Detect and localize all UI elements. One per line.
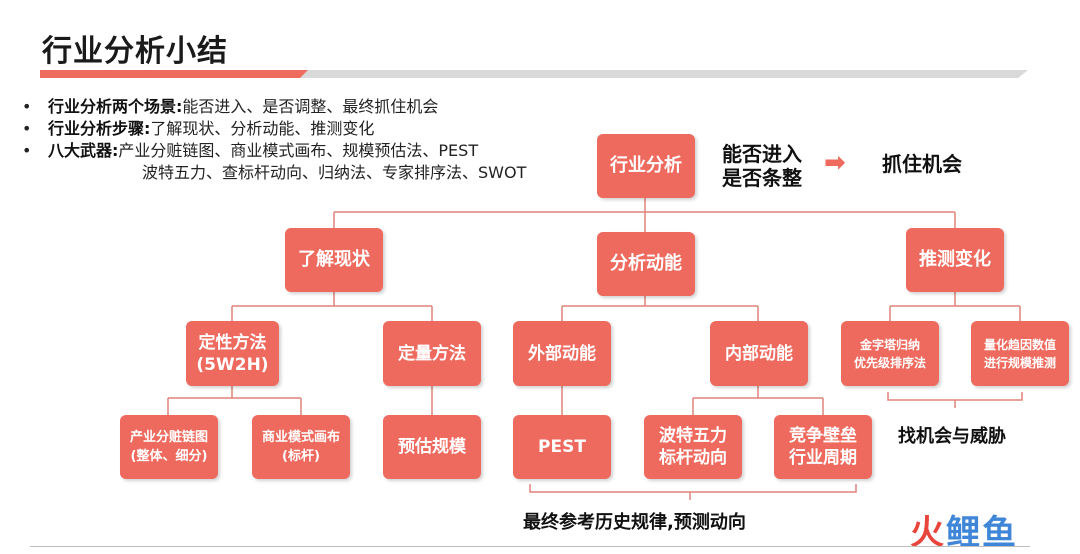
- logo-part2: 鲤鱼: [946, 513, 1018, 553]
- node-estimate: 预估规模: [383, 415, 481, 479]
- node-canvas-line2: (标杆): [282, 449, 320, 464]
- node-chain-line1: 产业分赃链图: [129, 430, 208, 445]
- bullet-continuation: 波特五力、查标杆动向、归纳法、专家排序法、SWOT: [142, 163, 527, 182]
- logo-part1: 火: [910, 513, 946, 553]
- note-history: 最终参考历史规律,预测动向: [523, 512, 746, 533]
- node-momentum: 分析动能: [597, 232, 695, 296]
- root-side-text: 能否进入 是否条整: [722, 142, 802, 190]
- node-porter: 波特五力 标杆动向: [644, 415, 742, 479]
- arrow-right-icon: ➡: [824, 148, 846, 178]
- bullet-dot: •: [22, 141, 32, 160]
- bullet-steps: • 行业分析步骤:了解现状、分析动能、推测变化: [20, 118, 526, 140]
- node-porter-line1: 波特五力: [659, 426, 727, 446]
- bullet-text: 了解现状、分析动能、推测变化: [150, 119, 375, 138]
- bracket-history: [529, 484, 857, 493]
- bullet-label: 八大武器:: [48, 141, 119, 160]
- bullet-text: 产业分赃链图、商业模式画布、规模预估法、PEST: [118, 141, 479, 160]
- node-quantify: 量化趋因数值 进行规模推测: [971, 321, 1069, 386]
- note-threats: 找机会与威胁: [898, 426, 1006, 447]
- root-side-result: 抓住机会: [882, 152, 962, 176]
- bullet-dot: •: [22, 119, 32, 138]
- node-qualitative-line2: (5W2H): [196, 354, 269, 375]
- node-barrier-line1: 竞争壁垒: [789, 426, 857, 446]
- bullet-label: 行业分析两个场景:: [48, 97, 183, 116]
- root-side-line2: 是否条整: [722, 166, 802, 190]
- node-root: 行业分析: [597, 134, 695, 198]
- footer-divider: [30, 546, 1030, 547]
- bullet-label: 行业分析步骤:: [48, 119, 151, 138]
- bullet-text: 能否进入、是否调整、最终抓住机会: [182, 97, 439, 116]
- node-canvas-line1: 商业模式画布: [261, 430, 340, 445]
- node-internal: 内部动能: [710, 321, 808, 386]
- node-porter-line2: 标杆动向: [659, 448, 727, 468]
- bullet-scenarios: • 行业分析两个场景:能否进入、是否调整、最终抓住机会: [20, 96, 526, 118]
- node-forecast: 推测变化: [906, 228, 1004, 292]
- node-pyramid-line2: 优先级排序法: [853, 355, 926, 370]
- bracket-threats: [887, 392, 1023, 401]
- summary-bullets: • 行业分析两个场景:能否进入、是否调整、最终抓住机会 • 行业分析步骤:了解现…: [20, 96, 526, 184]
- node-pest: PEST: [513, 415, 611, 479]
- node-qualitative-line1: 定性方法: [198, 332, 267, 353]
- node-quantify-line2: 进行规模推测: [983, 355, 1056, 370]
- node-external: 外部动能: [513, 321, 611, 386]
- node-chain-line2: (整体、细分): [130, 449, 208, 464]
- node-barrier-line2: 行业周期: [789, 448, 857, 468]
- page-title: 行业分析小结: [42, 34, 228, 69]
- node-pyramid-line1: 金字塔归纳: [859, 337, 920, 352]
- node-barrier: 竞争壁垒 行业周期: [774, 415, 872, 479]
- node-quantify-line1: 量化趋因数值: [983, 337, 1056, 352]
- node-qualitative: 定性方法 (5W2H): [186, 321, 279, 386]
- node-chain: 产业分赃链图 (整体、细分): [120, 415, 218, 479]
- node-current: 了解现状: [285, 228, 383, 292]
- node-quantitative: 定量方法: [383, 321, 481, 386]
- bullet-weapons: • 八大武器:产业分赃链图、商业模式画布、规模预估法、PEST: [20, 140, 526, 162]
- root-side-line1: 能否进入: [722, 142, 802, 166]
- bullet-dot: •: [22, 97, 32, 116]
- node-canvas: 商业模式画布 (标杆): [252, 415, 350, 479]
- title-underline-red: [40, 70, 308, 78]
- title-underline-gray: [40, 70, 1028, 78]
- node-pyramid: 金字塔归纳 优先级排序法: [841, 321, 939, 386]
